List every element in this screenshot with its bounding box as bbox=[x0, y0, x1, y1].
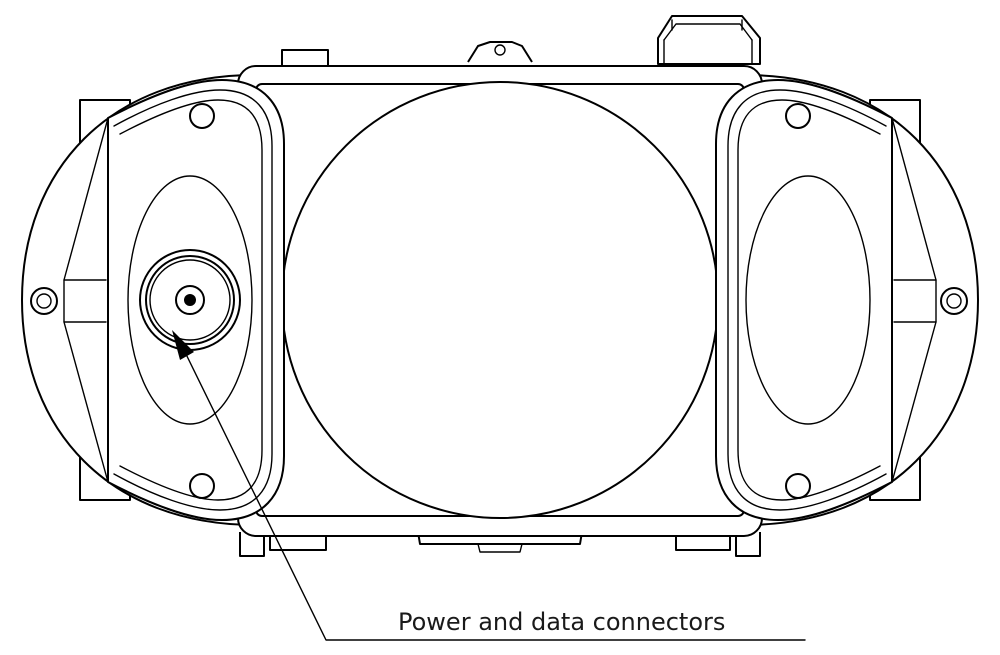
center-window bbox=[281, 81, 719, 519]
right-panel bbox=[715, 79, 968, 521]
screw-hole-top-left bbox=[189, 103, 215, 129]
callout-power-data: Power and data connectors bbox=[172, 330, 806, 641]
top-features bbox=[281, 15, 761, 68]
screw-hole-left bbox=[30, 287, 58, 315]
callout-label: Power and data connectors bbox=[398, 608, 725, 636]
top-connector bbox=[657, 15, 761, 65]
central-body bbox=[237, 65, 763, 537]
screw-hole-right bbox=[940, 287, 968, 315]
leader-line bbox=[181, 345, 806, 641]
screw-hole-top-right bbox=[785, 103, 811, 129]
screw-hole-bottom-right bbox=[785, 473, 811, 499]
leader-arrowhead bbox=[172, 330, 194, 360]
power-data-connector bbox=[139, 249, 241, 351]
screw-hole-bottom-left bbox=[189, 473, 215, 499]
